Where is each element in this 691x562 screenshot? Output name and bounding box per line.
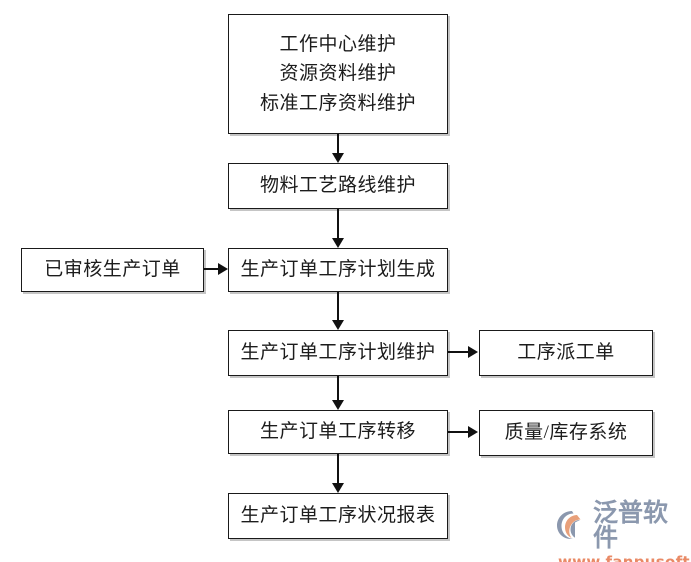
- node-line: 生产订单工序状况报表: [240, 505, 436, 527]
- arrowhead-down-icon: [332, 238, 344, 248]
- arrowhead-down-icon: [332, 483, 344, 493]
- fanpu-logo-icon: [557, 511, 581, 539]
- node-order-operation-status-report[interactable]: 生产订单工序状况报表: [228, 493, 448, 539]
- node-basic-data-maintenance[interactable]: 工作中心维护 资源资料维护 标准工序资料维护: [228, 14, 448, 134]
- node-line: 工序派工单: [517, 342, 615, 364]
- node-line: 标准工序资料维护: [259, 92, 416, 114]
- node-order-operation-plan-generate[interactable]: 生产订单工序计划生成: [228, 248, 448, 292]
- node-material-routing-maintenance[interactable]: 物料工艺路线维护: [228, 163, 448, 209]
- node-operation-dispatch-order[interactable]: 工序派工单: [479, 330, 653, 376]
- connector-transfer-to-quality: [448, 426, 479, 438]
- node-line: 物料工艺路线维护: [259, 175, 416, 197]
- arrowhead-right-icon: [468, 346, 478, 358]
- arrowhead-down-icon: [332, 320, 344, 330]
- connector-plan-generate-to-maintain: [332, 292, 344, 330]
- node-order-operation-transfer[interactable]: 生产订单工序转移: [228, 410, 448, 454]
- node-order-operation-plan-maintain[interactable]: 生产订单工序计划维护: [228, 330, 448, 376]
- node-line: 生产订单工序转移: [259, 421, 416, 443]
- connector-order-to-plan-generate: [204, 263, 228, 275]
- node-line: 已审核生产订单: [44, 259, 181, 281]
- watermark-brand-name: 泛普软件: [593, 498, 669, 552]
- connector-maintain-to-transfer: [332, 376, 344, 410]
- node-line: 生产订单工序计划维护: [240, 342, 436, 364]
- arrowhead-right-icon: [218, 263, 228, 275]
- arrowhead-down-icon: [332, 400, 344, 410]
- connector-maintain-to-dispatch: [448, 346, 479, 358]
- watermark-url: www.fanpusoft.com: [558, 553, 691, 562]
- connector-transfer-to-report: [332, 454, 344, 493]
- node-approved-production-order[interactable]: 已审核生产订单: [21, 248, 204, 292]
- node-quality-inventory-system[interactable]: 质量/库存系统: [479, 410, 653, 456]
- connector-basic-to-routing: [332, 134, 344, 163]
- node-line: 质量/库存系统: [504, 422, 628, 444]
- node-line: 资源资料维护: [279, 63, 397, 85]
- arrowhead-down-icon: [332, 153, 344, 163]
- watermark-brand-row: 泛普软件: [556, 500, 688, 550]
- node-line: 生产订单工序计划生成: [240, 259, 436, 281]
- node-line: 工作中心维护: [279, 33, 397, 55]
- watermark-logo: 泛普软件 www.fanpusoft.com: [556, 500, 691, 562]
- arrowhead-right-icon: [468, 426, 478, 438]
- connector-routing-to-plan-generate: [332, 209, 344, 248]
